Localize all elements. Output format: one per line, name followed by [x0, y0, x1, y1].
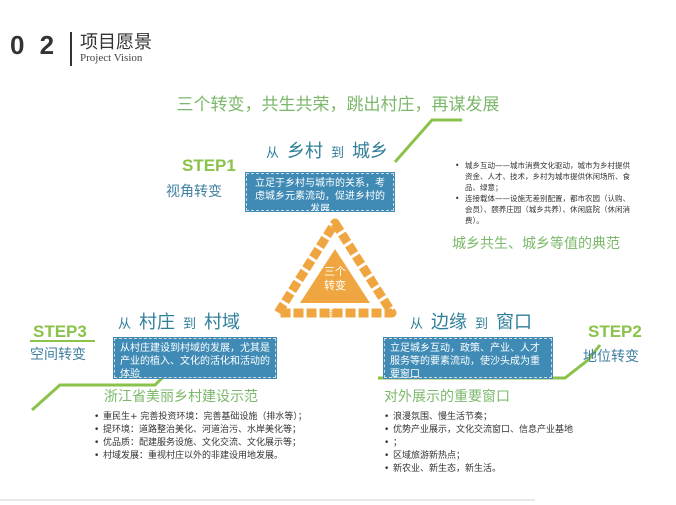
left-title: 从村庄到村域 [110, 308, 240, 334]
right-title-a: 边缘 [431, 312, 468, 333]
triangle-center-line2: 转变 [324, 279, 346, 292]
left-title-to: 到 [183, 317, 197, 332]
left-title-a: 村庄 [139, 312, 176, 333]
step3-label: STEP3 [33, 322, 87, 341]
triangle-diagram [273, 218, 397, 318]
top-title: 从乡村到城乡 [258, 137, 388, 163]
step1-subtitle: 视角转变 [166, 184, 222, 200]
left-green-heading: 浙江省美丽乡村建设示范 [104, 389, 258, 405]
step3-subtitle: 空间转变 [30, 347, 86, 363]
top-title-from: 从 [266, 146, 280, 161]
right-notes-slogan: 城乡共生、城乡等值的典范 [452, 236, 620, 252]
step2-subtitle: 地位转变 [583, 349, 639, 365]
left-list: 重民生+ 完善投资环境：完善基础设施（排水等）； 提环境：道路整治美化、河道治污… [94, 411, 354, 463]
left-list-item: 提环境：道路整治美化、河道治污、水岸美化等； [94, 424, 354, 437]
left-list-item: 优品质：配建服务设施、文化交流、文化展示等； [94, 437, 354, 450]
right-title-from: 从 [410, 317, 424, 332]
header-divider [70, 32, 72, 66]
triangle-center: 三个 转变 [317, 265, 353, 293]
right-list-item: 浪漫氛围、慢生活节奏； [384, 411, 614, 424]
bottom-divider [0, 499, 535, 501]
right-title-to: 到 [475, 317, 489, 332]
left-list-item: 重民生+ 完善投资环境：完善基础设施（排水等）； [94, 411, 354, 424]
right-note-item: 城乡互动——城市消费文化驱动，城市为乡村提供资金、人才、技术，乡村为城市提供休闲… [455, 160, 633, 193]
right-note-item: 连接载体——设施无差别配置，都市农园（认购、会员）、颐养庄园（城乡共养）、休闲庭… [455, 193, 633, 226]
right-box: 立足城乡互动，政策、产业、人才服务等的要素流动，使沙头成为重要窗口 [383, 337, 553, 380]
right-list: 浪漫氛围、慢生活节奏； 优势产业展示，文化交流窗口、信息产业基地 ； 区域旅游新… [384, 411, 614, 476]
right-notes-list: 城乡互动——城市消费文化驱动，城市为乡村提供资金、人才、技术，乡村为城市提供休闲… [455, 160, 633, 226]
section-subtitle: Project Vision [80, 52, 143, 64]
left-list-item: 村域发展：重视村庄以外的非建设用地发展。 [94, 450, 354, 463]
right-list-item: 优势产业展示，文化交流窗口、信息产业基地 [384, 424, 614, 437]
top-box: 立足于乡村与城市的关系，考虑城乡元素流动，促进乡村的发展 [245, 172, 395, 215]
left-title-from: 从 [118, 317, 132, 332]
step2-label: STEP2 [588, 322, 642, 341]
headline: 三个转变，共生共荣，跳出村庄，再谋发展 [176, 95, 500, 115]
left-title-b: 村域 [204, 312, 241, 333]
right-green-heading: 对外展示的重要窗口 [384, 389, 510, 405]
right-title: 从边缘到窗口 [402, 308, 532, 334]
top-title-a: 乡村 [287, 141, 324, 162]
top-title-b: 城乡 [352, 141, 389, 162]
step1-label: STEP1 [182, 156, 236, 175]
triangle-center-line1: 三个 [324, 265, 346, 278]
top-title-to: 到 [331, 146, 345, 161]
section-title: 项目愿景 [80, 32, 152, 53]
right-list-item: ； [384, 437, 614, 450]
right-list-item: 新农业、新生态，新生活。 [384, 463, 614, 476]
right-list-item: 区域旅游新热点； [384, 450, 614, 463]
left-box: 从村庄建设到村域的发展，尤其是产业的植入、文化的活化和活动的体验 [113, 337, 277, 380]
section-number: 0 2 [10, 30, 59, 60]
right-title-b: 窗口 [496, 312, 533, 333]
triangle-bottom-label: 相生 [324, 310, 343, 320]
